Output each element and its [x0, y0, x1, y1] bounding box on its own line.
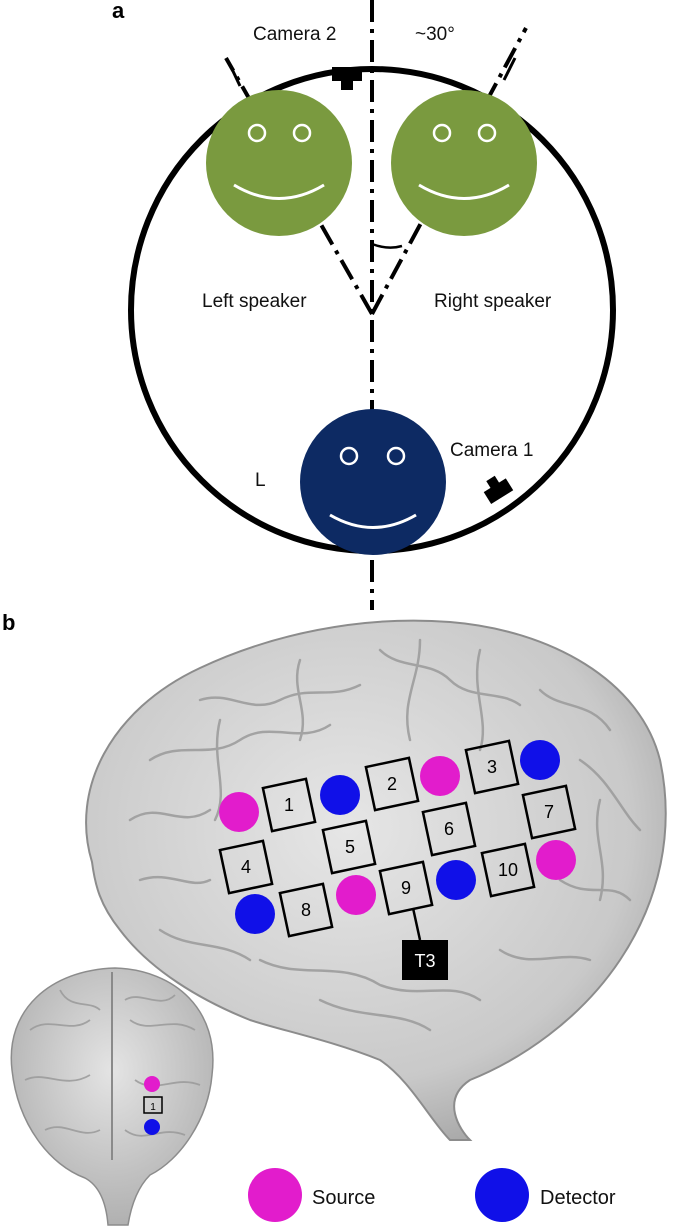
t3-box	[402, 940, 448, 980]
source-optode	[536, 840, 576, 880]
t3-label: T3	[414, 951, 435, 971]
listener-face	[300, 409, 446, 555]
camera-2-icon	[332, 67, 362, 90]
t3-leader-line	[411, 907, 422, 941]
svg-text:5: 5	[345, 837, 355, 857]
detector-optode	[436, 860, 476, 900]
svg-text:9: 9	[401, 878, 411, 898]
camera-1-icon	[483, 475, 514, 504]
channel-2: 2	[364, 756, 420, 812]
camera-2-label: Camera 2	[253, 24, 336, 45]
channel-4: 4	[218, 839, 274, 895]
panel-a-label: a	[112, 0, 125, 23]
svg-text:8: 8	[301, 900, 311, 920]
channel-9: 9	[378, 860, 434, 916]
svg-text:2: 2	[387, 774, 397, 794]
angle-arc	[371, 242, 403, 249]
right-tick	[502, 57, 517, 81]
channel-7: 7	[521, 784, 577, 840]
channel-8: 8	[278, 882, 334, 938]
angle-label: ~30°	[415, 24, 455, 45]
detector-optode	[520, 740, 560, 780]
source-optode	[420, 756, 460, 796]
channel-1: 1	[261, 777, 317, 833]
inset-channel-label: 1	[150, 1102, 156, 1113]
legend-detector-label: Detector	[540, 1187, 616, 1209]
right-speaker-label: Right speaker	[434, 291, 552, 312]
brain-frontal-view-inset: 1	[10, 967, 214, 1226]
svg-text:10: 10	[498, 860, 518, 880]
channel-5: 5	[321, 819, 377, 875]
left-speaker-face	[206, 90, 352, 236]
listener-label: L	[255, 470, 266, 491]
legend-source-label: Source	[312, 1187, 375, 1209]
svg-text:6: 6	[444, 819, 454, 839]
detector-optode	[320, 775, 360, 815]
brain-lateral-view	[85, 619, 667, 1141]
channel-3: 3	[464, 739, 520, 795]
legend-source-swatch	[248, 1168, 302, 1222]
legend-detector-swatch	[475, 1168, 529, 1222]
svg-text:4: 4	[241, 857, 251, 877]
right-speaker-face	[391, 90, 537, 236]
legend: Source Detector	[248, 1168, 616, 1222]
svg-text:3: 3	[487, 757, 497, 777]
channel-10: 10	[480, 842, 536, 898]
detector-optode	[235, 894, 275, 934]
svg-text:1: 1	[284, 795, 294, 815]
source-optode	[336, 875, 376, 915]
camera-1-label: Camera 1	[450, 440, 533, 461]
left-speaker-label: Left speaker	[202, 291, 307, 312]
channels: 1 2 3 4 5 6 7 8	[218, 739, 577, 938]
channel-6: 6	[421, 801, 477, 857]
left-tick	[230, 68, 242, 87]
panel-b-label: b	[2, 610, 15, 635]
optodes	[219, 740, 576, 934]
svg-text:7: 7	[544, 802, 554, 822]
source-optode	[219, 792, 259, 832]
